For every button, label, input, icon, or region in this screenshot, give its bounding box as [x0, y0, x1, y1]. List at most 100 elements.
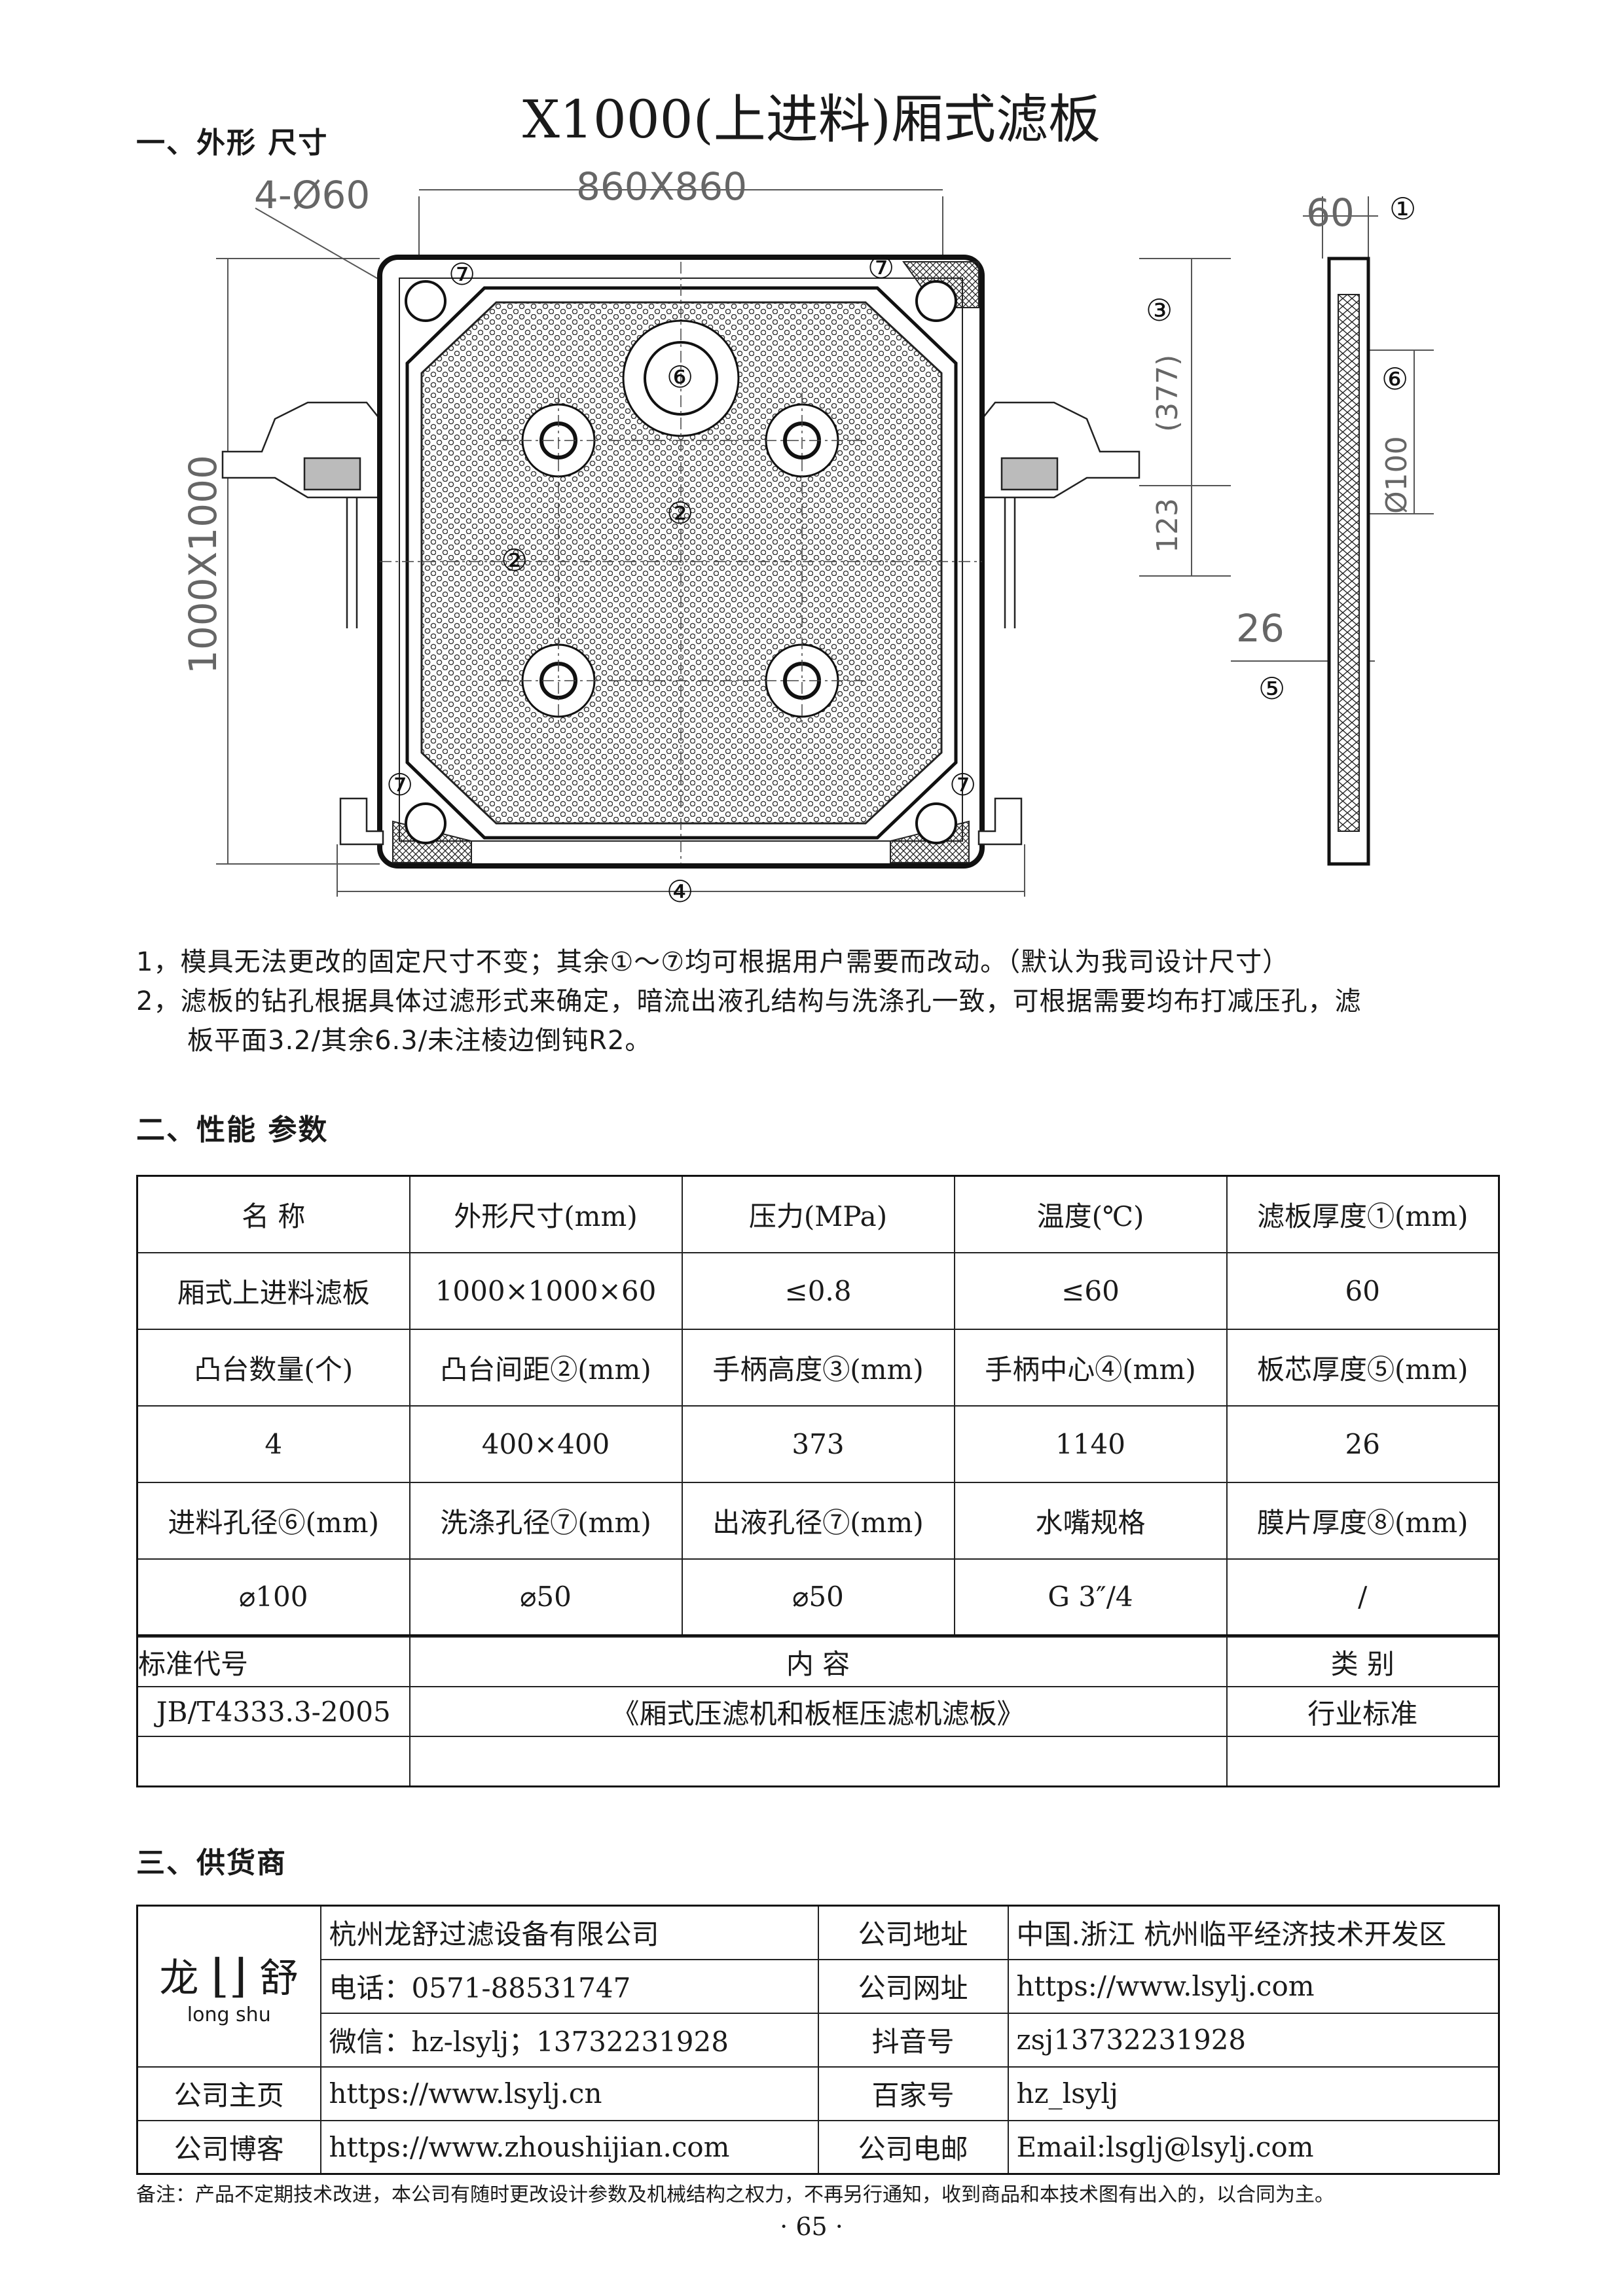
table-row: 标准代号 内 容 类 别	[136, 1636, 1500, 1687]
note-1: 1，模具无法更改的固定尺寸不变；其余①～⑦均可根据用户需要而改动。（默认为我司设…	[136, 947, 1290, 977]
marker-2b: ②	[501, 543, 528, 578]
table-cell: 26	[1226, 1405, 1500, 1483]
homepage-link[interactable]: https://www.lsylj.cn	[319, 2066, 819, 2121]
table-cell: /	[1226, 1558, 1500, 1636]
marker-7d: ⑦	[949, 767, 976, 802]
performance-table: 名 称 外形尺寸(mm) 压力(MPa) 温度(℃) 滤板厚度①(mm) 厢式上…	[136, 1175, 1500, 1636]
table-cell: 名 称	[136, 1175, 410, 1253]
table-cell: 凸台间距②(mm)	[409, 1328, 683, 1407]
marker-7b: ⑦	[867, 250, 894, 285]
marker-6: ⑥	[666, 359, 693, 395]
table-cell: 百家号	[817, 2066, 1009, 2121]
marker-5: ⑤	[1258, 671, 1285, 706]
marker-3: ③	[1146, 293, 1173, 328]
logo-pinyin: long shu	[187, 2003, 271, 2026]
table-cell: 膜片厚度⑧(mm)	[1226, 1481, 1500, 1560]
table-row: JB/T4333.3-2005 《厢式压滤机和板框压滤机滤板》 行业标准	[136, 1686, 1500, 1737]
filter-plate-drawing: 4-Ø60 860X860 1000X1000 60 26 (377) 123 …	[181, 164, 1434, 909]
table-cell: 手柄中心④(mm)	[953, 1328, 1228, 1407]
table-cell: 压力(MPa)	[681, 1175, 955, 1253]
marker-6-side: ⑥	[1381, 361, 1408, 397]
table-cell: 行业标准	[1226, 1686, 1500, 1737]
table-cell: ⌀100	[136, 1558, 410, 1636]
holes-dimension: 4-Ø60	[254, 173, 370, 217]
table-row: 电话：0571-88531747 公司网址 https://www.lsylj.…	[137, 1958, 1500, 2014]
handle-dimension: (377)	[1151, 355, 1184, 432]
table-cell: 板芯厚度⑤(mm)	[1226, 1328, 1500, 1407]
table-cell: 《厢式压滤机和板框压滤机滤板》	[409, 1686, 1228, 1737]
thickness-dimension: 60	[1306, 190, 1355, 235]
table-cell: 公司地址	[817, 1905, 1009, 1960]
table-cell: 标准代号	[136, 1636, 410, 1687]
table-cell: 1000×1000×60	[409, 1251, 683, 1330]
core-thickness-dimension: 26	[1236, 606, 1285, 651]
outer-dimension: 1000X1000	[181, 455, 225, 674]
table-row: ⌀100 ⌀50 ⌀50 G 3″/4 /	[136, 1558, 1500, 1636]
table-row: 进料孔径⑥(mm) 洗涤孔径⑦(mm) 出液孔径⑦(mm) 水嘴规格 膜片厚度⑧…	[136, 1481, 1500, 1560]
website[interactable]: https://www.lsylj.com	[1007, 1958, 1500, 2014]
table-cell: JB/T4333.3-2005	[136, 1686, 410, 1737]
table-cell: 洗涤孔径⑦(mm)	[409, 1481, 683, 1560]
marker-7a: ⑦	[448, 257, 475, 292]
logo: 龙 ⌊⌋ 舒 long shu	[136, 1905, 321, 2068]
marker-7c: ⑦	[386, 767, 413, 802]
table-cell: 滤板厚度①(mm)	[1226, 1175, 1500, 1253]
section3-heading: 三、供货商	[136, 1846, 287, 1880]
wechat: 微信：hz-lsylj；13732231928	[319, 2012, 819, 2068]
table-cell	[1226, 1736, 1500, 1787]
page-title: X1000(上进料)厢式滤板	[522, 89, 1101, 150]
table-cell: 公司电邮	[817, 2119, 1009, 2175]
table-row: 龙 ⌊⌋ 舒 long shu 杭州龙舒过滤设备有限公司 公司地址 中国.浙江 …	[136, 1905, 1500, 2068]
phone: 电话：0571-88531747	[319, 1958, 819, 2014]
core-dimension: 860X860	[576, 164, 747, 209]
table-cell: 60	[1226, 1251, 1500, 1330]
table-cell: 手柄高度③(mm)	[681, 1328, 955, 1407]
baijiahao: hz_lsylj	[1007, 2066, 1500, 2121]
table-cell: 杭州龙舒过滤设备有限公司	[319, 1905, 819, 1960]
blog-link[interactable]: https://www.zhoushijian.com	[319, 2119, 819, 2175]
dim-123: 123	[1151, 498, 1184, 553]
page-number: · 65 ·	[780, 2212, 843, 2241]
table-cell: ⌀50	[681, 1558, 955, 1636]
table-cell: 凸台数量(个)	[136, 1328, 410, 1407]
note-3: 板平面3.2∕其余6.3∕未注棱边倒钝R2。	[187, 1026, 652, 1056]
standard-table: 标准代号 内 容 类 别 JB/T4333.3-2005 《厢式压滤机和板框压滤…	[136, 1636, 1500, 1787]
table-cell: ⌀50	[409, 1558, 683, 1636]
table-cell	[409, 1736, 1228, 1787]
table-cell: 温度(℃)	[953, 1175, 1228, 1253]
table-row: 公司主页 https://www.lsylj.cn 百家号 hz_lsylj	[136, 2066, 1500, 2121]
table-cell: 类 别	[1226, 1636, 1500, 1687]
table-cell: 400×400	[409, 1405, 683, 1483]
table-row: 厢式上进料滤板 1000×1000×60 ≤0.8 ≤60 60	[136, 1251, 1500, 1330]
table-cell: 1140	[953, 1405, 1228, 1483]
table-cell: ≤0.8	[681, 1251, 955, 1330]
supplier-table: 龙 ⌊⌋ 舒 long shu 杭州龙舒过滤设备有限公司 公司地址 中国.浙江 …	[136, 1905, 1500, 2175]
table-row: 微信：hz-lsylj；13732231928 抖音号 zsj137322319…	[137, 2012, 1500, 2068]
table-cell: 公司网址	[817, 1958, 1009, 2014]
email-link[interactable]: Email:lsglj@lsylj.com	[1007, 2119, 1500, 2175]
table-cell: 4	[136, 1405, 410, 1483]
table-cell	[136, 1736, 410, 1787]
feed-dimension: Ø100	[1380, 436, 1413, 514]
section2-heading: 二、性能 参数	[136, 1113, 329, 1147]
table-cell: 进料孔径⑥(mm)	[136, 1481, 410, 1560]
table-cell: 373	[681, 1405, 955, 1483]
table-cell: 水嘴规格	[953, 1481, 1228, 1560]
footnote: 备注：产品不定期技术改进，本公司有随时更改设计参数及机械结构之权力，不再另行通知…	[136, 2183, 1334, 2206]
table-cell: 公司主页	[136, 2066, 321, 2121]
marker-4: ④	[666, 874, 693, 909]
douyin: zsj13732231928	[1007, 2012, 1500, 2068]
section1-heading: 一、外形 尺寸	[136, 126, 329, 160]
table-cell: 抖音号	[817, 2012, 1009, 2068]
table-cell: ≤60	[953, 1251, 1228, 1330]
table-row: 公司博客 https://www.zhoushijian.com 公司电邮 Em…	[136, 2119, 1500, 2175]
table-row: 4 400×400 373 1140 26	[136, 1405, 1500, 1483]
table-cell: 厢式上进料滤板	[136, 1251, 410, 1330]
marker-2a: ②	[666, 495, 693, 531]
table-row	[136, 1736, 1500, 1787]
table-row: 名 称 外形尺寸(mm) 压力(MPa) 温度(℃) 滤板厚度①(mm)	[136, 1175, 1500, 1253]
table-cell: 出液孔径⑦(mm)	[681, 1481, 955, 1560]
note-2: 2，滤板的钻孔根据具体过滤形式来确定，暗流出液孔结构与洗涤孔一致，可根据需要均布…	[136, 986, 1362, 1016]
table-cell: 内 容	[409, 1636, 1228, 1687]
table-cell: G 3″/4	[953, 1558, 1228, 1636]
